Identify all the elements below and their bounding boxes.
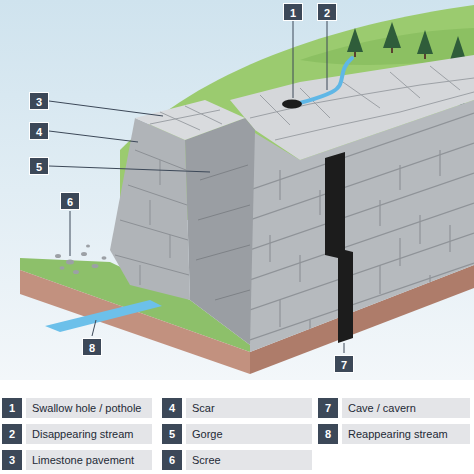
key-number: 8: [318, 424, 338, 444]
key-row: 3Limestone pavement: [2, 450, 152, 470]
key-number: 4: [162, 398, 182, 418]
callout-number: 8: [82, 338, 102, 356]
key-row: 7Cave / cavern: [318, 398, 470, 418]
callout-number: 5: [29, 157, 49, 175]
callout-number: 7: [334, 355, 354, 373]
callout-number: 4: [29, 122, 49, 140]
callout-number: 6: [60, 192, 80, 210]
key-row: 1Swallow hole / pothole: [2, 398, 152, 418]
key-row: 4Scar: [162, 398, 312, 418]
callout-number: 1: [283, 3, 303, 21]
key-label: Disappearing stream: [26, 424, 152, 444]
key-number: 1: [2, 398, 22, 418]
key-label: Scree: [186, 450, 312, 470]
key-row: 5Gorge: [162, 424, 312, 444]
key-label: Reappearing stream: [342, 424, 470, 444]
callout-number: 2: [317, 3, 337, 21]
key-label: Cave / cavern: [342, 398, 470, 418]
key-label: Gorge: [186, 424, 312, 444]
key-label: Scar: [186, 398, 312, 418]
key-row: 2Disappearing stream: [2, 424, 152, 444]
key-number: 2: [2, 424, 22, 444]
key-label: Swallow hole / pothole: [26, 398, 152, 418]
key-label: Limestone pavement: [26, 450, 152, 470]
key-number: 6: [162, 450, 182, 470]
key-number: 3: [2, 450, 22, 470]
key-number: 7: [318, 398, 338, 418]
key-row: 6Scree: [162, 450, 312, 470]
key-number: 5: [162, 424, 182, 444]
callout-number: 3: [29, 92, 49, 110]
key-row: 8Reappearing stream: [318, 424, 470, 444]
